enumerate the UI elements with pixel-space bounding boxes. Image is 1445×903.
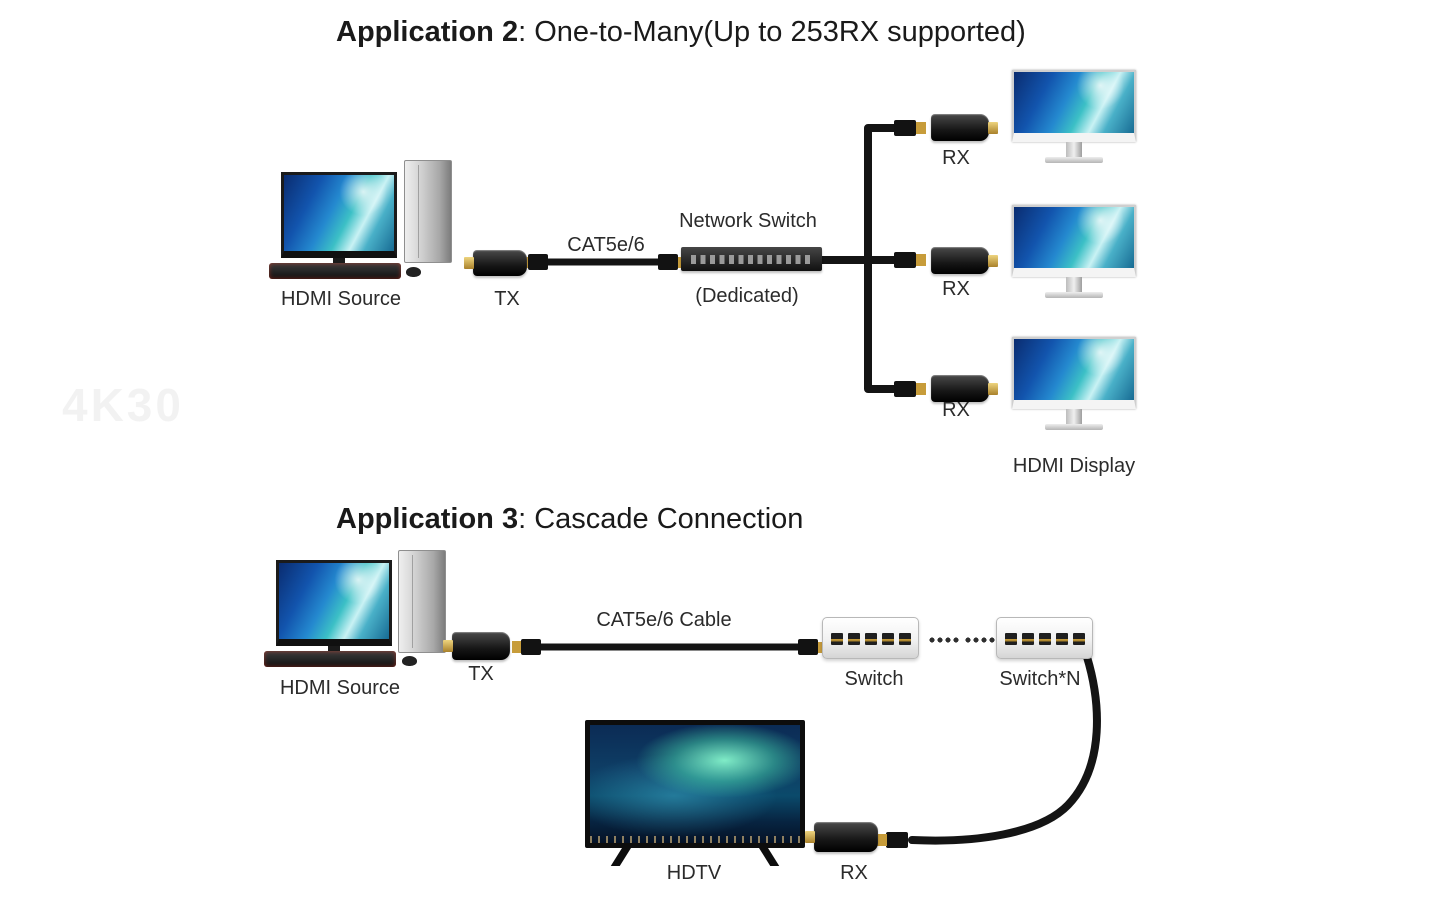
rj45-gold-tip: [512, 641, 521, 653]
rj45-gold-tip: [877, 834, 887, 846]
monitor-screen: [1012, 205, 1136, 277]
monitor-base: [1045, 292, 1103, 298]
rj45-plug: [894, 381, 916, 397]
monitor-base: [1045, 157, 1103, 163]
rj45-plug: [528, 254, 548, 270]
switch-port: [847, 633, 860, 645]
mouse-icon: [406, 267, 421, 277]
cascade-dots-right: [964, 636, 995, 644]
app3-title-rest: : Cascade Connection: [518, 503, 804, 535]
keyboard-2-icon: [264, 651, 396, 667]
dedicated-label: (Dedicated): [695, 285, 799, 307]
app2-title-rest: : One-to-Many(Up to 253RX supported): [518, 16, 1026, 48]
rx-extender-3-icon: [931, 375, 989, 402]
hdmi-source-monitor-icon: [281, 172, 397, 270]
app2-title-bold: Application 2: [336, 16, 519, 48]
switch-port: [1004, 633, 1017, 645]
switch-port: [864, 633, 877, 645]
rx-extender-2-icon: [931, 247, 989, 274]
rj45-plug: [521, 639, 541, 655]
switch-port: [1038, 633, 1051, 645]
rx1-label: RX: [942, 147, 970, 169]
switch-port: [881, 633, 894, 645]
pc-tower-2-icon: [398, 550, 446, 653]
app3-title-bold: Application 3: [336, 503, 519, 535]
rj45-plug: [886, 832, 908, 848]
app3-title: Application 3: Cascade Connection: [336, 503, 803, 536]
switch-ports: [691, 255, 812, 264]
hdtv-icon: [585, 720, 805, 866]
network-switch-icon: [681, 247, 822, 271]
cat5e6-cable-label: CAT5e/6 Cable: [596, 609, 732, 631]
tx-extender-2-icon: [452, 632, 510, 660]
switch-port: [1072, 633, 1085, 645]
rj45-plug: [894, 120, 916, 136]
network-switch-label: Network Switch: [679, 210, 817, 232]
cascade-dots-left: [928, 636, 959, 644]
pc-tower-icon: [404, 160, 452, 263]
rj45-plug: [894, 252, 916, 268]
rx-extender-4-icon: [814, 822, 878, 852]
hdmi-display-3-icon: [1012, 337, 1136, 430]
monitor-screen: [276, 560, 392, 646]
tx-2-label: TX: [468, 663, 494, 685]
rj45-plug: [658, 254, 678, 270]
rj45-gold-tip: [916, 122, 926, 134]
hdmi-display-1-icon: [1012, 70, 1136, 163]
hdmi-source-2-label: HDMI Source: [279, 677, 401, 699]
monitor-stand: [1066, 142, 1082, 157]
rj45-plug: [798, 639, 818, 655]
switch-port: [1055, 633, 1068, 645]
tx-extender-icon: [473, 250, 527, 276]
keyboard-icon: [269, 263, 401, 279]
monitor-base: [1045, 424, 1103, 430]
switch-label: Switch: [844, 668, 904, 690]
hdmi-display-2-icon: [1012, 205, 1136, 298]
monitor-screen: [281, 172, 397, 258]
switch-icon: [822, 617, 919, 659]
rx3-label: RX: [942, 399, 970, 421]
monitor-screen: [1012, 70, 1136, 142]
rx-4-label: RX: [840, 862, 868, 884]
monitor-stand: [328, 646, 340, 653]
tx-label: TX: [494, 288, 520, 310]
monitor-stand: [333, 258, 345, 265]
hdtv-label: HDTV: [666, 862, 722, 884]
monitor-stand: [1066, 409, 1082, 424]
switch-port: [1021, 633, 1034, 645]
rj45-gold-tip: [916, 383, 926, 395]
switch-to-rx-cable-tree: [818, 124, 898, 393]
hdmi-display-label: HDMI Display: [1012, 455, 1136, 477]
monitor-screen: [1012, 337, 1136, 409]
rx2-label: RX: [942, 278, 970, 300]
switch-port: [898, 633, 911, 645]
switch-n-icon: [996, 617, 1093, 659]
monitor-stand: [1066, 277, 1082, 292]
mouse-2-icon: [402, 656, 417, 666]
watermark: 4K30: [62, 379, 184, 431]
hdmi-source-monitor-2-icon: [276, 560, 392, 658]
tv-screen: [585, 720, 805, 848]
rx-extender-1-icon: [931, 114, 989, 141]
rj45-gold-tip: [916, 254, 926, 266]
cascade-down-cable: [908, 653, 1101, 845]
switch-n-label: Switch*N: [999, 668, 1081, 690]
cat5e6-label: CAT5e/6: [567, 234, 645, 256]
hdmi-source-label: HDMI Source: [280, 288, 402, 310]
app2-title: Application 2: One-to-Many(Up to 253RX s…: [336, 16, 1026, 49]
switch-port: [830, 633, 843, 645]
